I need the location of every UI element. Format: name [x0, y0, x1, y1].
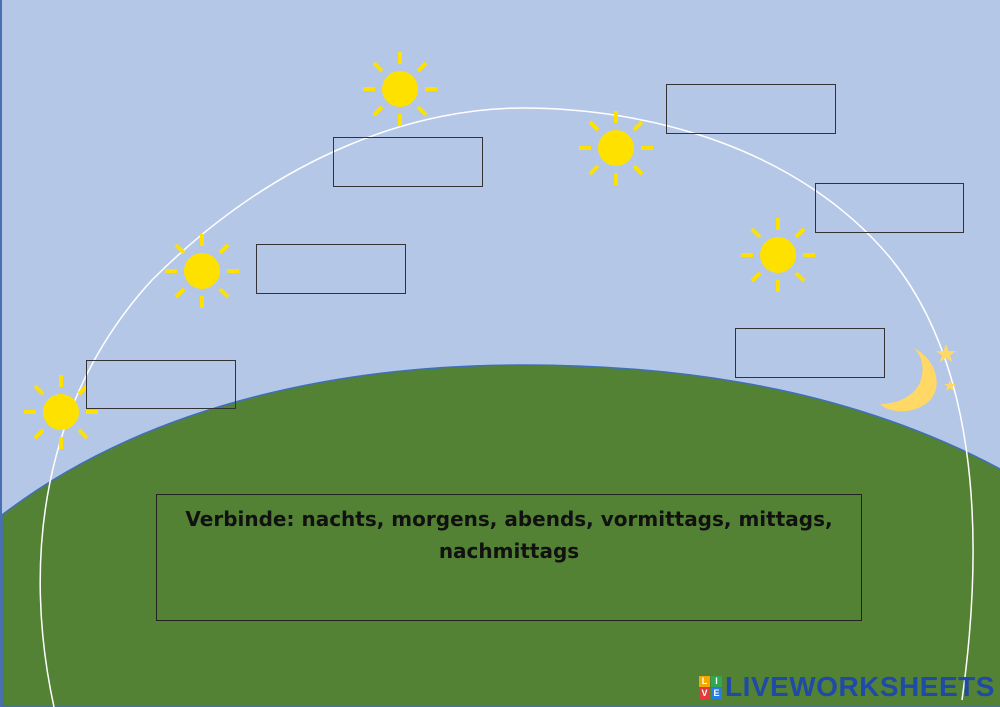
instruction-line-1: Verbinde: nachts, morgens, abends, vormi…	[185, 507, 833, 531]
answer-field-2[interactable]	[256, 244, 406, 294]
answer-field-4[interactable]	[666, 84, 836, 134]
sun-icon	[579, 111, 653, 185]
sun-icon	[24, 375, 98, 449]
brand-name: LIVEWORKSHEETS	[725, 671, 995, 702]
instruction-box: Verbinde: nachts, morgens, abends, vormi…	[156, 494, 862, 621]
logo-letter-i: I	[711, 675, 722, 687]
moon-icon	[880, 348, 937, 412]
answer-field-3[interactable]	[333, 137, 483, 187]
brand-logo-icon: L I V E	[699, 675, 722, 699]
logo-letter-l: L	[699, 675, 710, 687]
star-icon	[944, 380, 956, 391]
answer-field-5[interactable]	[815, 183, 964, 233]
instruction-text: Verbinde: nachts, morgens, abends, vormi…	[157, 503, 861, 567]
liveworksheets-logo: L I V E LIVEWORKSHEETS	[699, 671, 995, 702]
answer-field-1[interactable]	[86, 360, 236, 409]
logo-letter-v: V	[699, 687, 710, 699]
sun-icon	[741, 218, 815, 292]
logo-letter-e: E	[711, 687, 722, 699]
sun-icon	[165, 234, 239, 308]
star-icon	[936, 344, 956, 363]
grass-hill	[2, 364, 1000, 707]
instruction-line-2: nachmittags	[438, 539, 580, 563]
answer-field-6[interactable]	[735, 328, 885, 378]
sun-icon	[363, 52, 437, 126]
